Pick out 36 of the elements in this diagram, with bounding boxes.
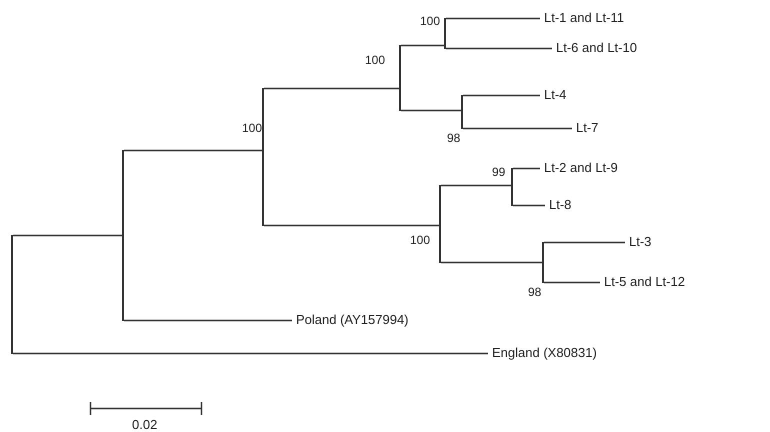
tree-branch-line — [441, 262, 542, 264]
taxon-label: Poland (AY157994) — [296, 312, 409, 328]
tree-branch-line — [513, 168, 540, 170]
tree-branch-line — [124, 150, 262, 152]
bootstrap-value: 100 — [410, 233, 430, 247]
tree-branch-line — [401, 110, 461, 112]
taxon-label: Lt-6 and Lt-10 — [556, 40, 637, 56]
taxon-label: Lt-2 and Lt-9 — [544, 160, 618, 176]
bootstrap-value: 100 — [420, 14, 440, 28]
taxon-label: Lt-1 and Lt-11 — [544, 10, 624, 26]
tree-branch-line — [446, 18, 540, 20]
taxon-label: Lt-7 — [576, 120, 598, 136]
tree-branch-line — [441, 184, 511, 186]
tree-branch-line — [463, 94, 540, 96]
taxon-label: Lt-5 and Lt-12 — [604, 274, 685, 290]
tree-branch-line — [513, 204, 545, 206]
bootstrap-value: 100 — [365, 53, 386, 67]
tree-branch-line — [13, 234, 122, 236]
taxon-label: Lt-8 — [549, 197, 572, 213]
taxon-label: Lt-4 — [544, 87, 566, 103]
bootstrap-value: 98 — [447, 131, 460, 145]
tree-branch-line — [463, 128, 572, 130]
scale-label: 0.02 — [132, 417, 158, 432]
tree-branch-line — [264, 88, 399, 90]
bootstrap-value: 100 — [242, 121, 262, 135]
tree-branch-line — [401, 44, 444, 46]
tree-branch-line — [544, 282, 600, 284]
taxon-label: Lt-3 — [629, 234, 652, 250]
tree-branch-line — [13, 352, 488, 354]
bootstrap-value: 99 — [492, 165, 506, 179]
tree-branch-line — [264, 224, 439, 226]
taxon-label: England (X80831) — [492, 345, 597, 361]
tree-branch-line — [124, 320, 292, 322]
bootstrap-value: 98 — [528, 285, 542, 299]
tree-branch-line — [446, 48, 552, 50]
tree-branch-line — [544, 242, 625, 244]
